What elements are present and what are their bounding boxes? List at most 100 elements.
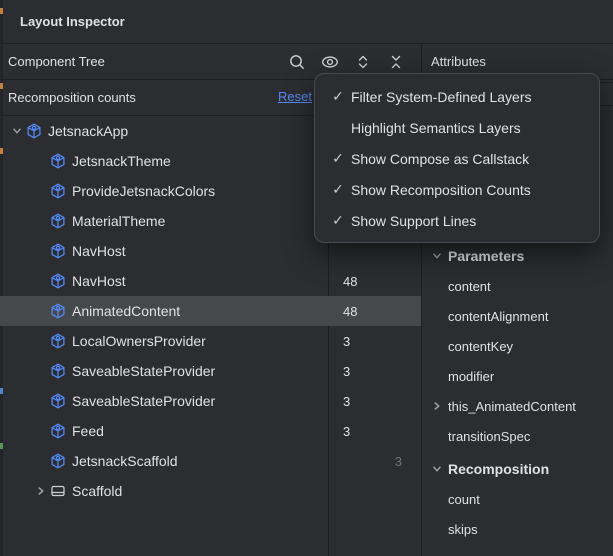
attribute-name: modifier xyxy=(448,368,495,384)
menu-item-show-compose-as-callstack[interactable]: ✓ Show Compose as Callstack xyxy=(315,143,599,174)
recomposition-count: 3 xyxy=(343,333,351,349)
attribute-row-count[interactable]: count xyxy=(422,484,613,514)
tree-node-label: Feed xyxy=(72,423,104,439)
attribute-name: contentKey xyxy=(448,338,514,354)
checkmark-icon: ✓ xyxy=(332,150,344,166)
view-options-eye-icon[interactable] xyxy=(320,52,340,72)
checkmark-icon: ✓ xyxy=(332,88,344,104)
recomposition-counts-header: Recomposition counts Reset xyxy=(0,80,421,116)
compose-component-icon xyxy=(50,153,66,169)
recomposition-count: 48 xyxy=(343,303,358,319)
chevron-right-icon[interactable] xyxy=(32,482,50,500)
tree-node-label: LocalOwnersProvider xyxy=(72,333,206,349)
search-icon[interactable] xyxy=(287,52,307,72)
chevron-spacer xyxy=(32,362,50,380)
compose-component-icon xyxy=(50,243,66,259)
menu-item-label: Highlight Semantics Layers xyxy=(351,119,521,136)
attribute-row-contentKey[interactable]: contentKey xyxy=(422,331,613,361)
tree-row-Scaffold[interactable]: Scaffold xyxy=(0,476,421,506)
menu-item-label: Show Compose as Callstack xyxy=(351,150,530,167)
attributes-section-recomposition[interactable]: Recomposition xyxy=(422,454,613,484)
compose-component-icon xyxy=(50,363,66,379)
tree-row-NavHost[interactable]: NavHost xyxy=(0,236,421,266)
attribute-name: count xyxy=(448,491,480,507)
chevron-spacer xyxy=(32,452,50,470)
chevron-spacer xyxy=(32,422,50,440)
tree-row-ProvideJetsnackColors[interactable]: ProvideJetsnackColors xyxy=(0,176,421,206)
tree-row-MaterialTheme[interactable]: MaterialTheme xyxy=(0,206,421,236)
menu-item-filter-system-defined-layers[interactable]: ✓ Filter System-Defined Layers xyxy=(315,81,599,112)
menu-item-label: Show Support Lines xyxy=(351,212,477,229)
page-title: Layout Inspector xyxy=(20,14,125,29)
gutter-mark xyxy=(0,83,3,89)
tree-row-JetsnackTheme[interactable]: JetsnackTheme xyxy=(0,146,421,176)
attributes-section-label: Recomposition xyxy=(448,461,550,477)
recomposition-count: 3 xyxy=(394,453,402,469)
menu-item-highlight-semantics-layers[interactable]: Highlight Semantics Layers xyxy=(315,112,599,143)
tree-node-label: NavHost xyxy=(72,273,126,289)
attribute-row-transitionSpec[interactable]: transitionSpec xyxy=(422,421,613,451)
component-tree-toolbar xyxy=(287,44,406,79)
chevron-spacer xyxy=(32,332,50,350)
attribute-row-contentAlignment[interactable]: contentAlignment xyxy=(422,301,613,331)
tool-window-titlebar: Layout Inspector xyxy=(0,0,613,44)
chevron-right-icon[interactable] xyxy=(428,400,446,412)
tree-row-AnimatedContent[interactable]: AnimatedContent 48 xyxy=(0,296,421,326)
tree-node-label: JetsnackApp xyxy=(48,123,129,139)
attribute-row-modifier[interactable]: modifier xyxy=(422,361,613,391)
attribute-name: this_AnimatedContent xyxy=(448,398,576,414)
chevron-spacer xyxy=(32,302,50,320)
gutter-mark xyxy=(0,388,3,394)
tree-node-label: JetsnackTheme xyxy=(72,153,171,169)
tree-row-JetsnackApp[interactable]: JetsnackApp xyxy=(0,116,421,146)
compose-component-icon xyxy=(50,213,66,229)
menu-item-show-recomposition-counts[interactable]: ✓Show Recomposition Counts xyxy=(315,174,599,205)
tree-node-label: SaveableStateProvider xyxy=(72,363,216,379)
chevron-down-icon[interactable] xyxy=(428,463,446,475)
chevron-spacer xyxy=(32,392,50,410)
tree-node-label: AnimatedContent xyxy=(72,303,181,319)
compose-component-icon xyxy=(50,453,66,469)
expand-all-icon[interactable] xyxy=(353,52,373,72)
checkmark-icon: ✓ xyxy=(332,212,344,228)
recomposition-counts-label: Recomposition counts xyxy=(8,90,136,105)
gutter-mark xyxy=(0,8,3,14)
chevron-down-icon[interactable] xyxy=(428,250,446,262)
tree-node-label: SaveableStateProvider xyxy=(72,393,216,409)
chevron-spacer xyxy=(32,272,50,290)
gutter-mark xyxy=(0,443,3,449)
compose-component-icon xyxy=(50,393,66,409)
menu-item-show-support-lines[interactable]: ✓ Show Support Lines xyxy=(315,205,599,236)
attribute-row-content[interactable]: content xyxy=(422,271,613,301)
scaffold-icon xyxy=(50,483,66,499)
reset-counts-link[interactable]: Reset xyxy=(278,89,312,104)
chevron-spacer xyxy=(32,182,50,200)
chevron-spacer xyxy=(32,152,50,170)
attribute-name: skips xyxy=(448,521,478,537)
attributes-section-parameters[interactable]: Parameters xyxy=(422,241,613,271)
menu-item-label: Show Recomposition Counts xyxy=(351,181,531,198)
compose-component-icon xyxy=(50,303,66,319)
editor-gutter-sliver xyxy=(0,0,3,556)
tree-row-LocalOwnersProvider[interactable]: LocalOwnersProvider 3 xyxy=(0,326,421,356)
compose-component-icon xyxy=(50,183,66,199)
menu-item-label: Filter System-Defined Layers xyxy=(351,88,532,105)
component-tree-title: Component Tree xyxy=(8,54,105,69)
attribute-name: transitionSpec xyxy=(448,428,531,444)
chevron-down-icon[interactable] xyxy=(8,122,26,140)
tree-node-label: ProvideJetsnackColors xyxy=(72,183,216,199)
attribute-row-this_AnimatedContent[interactable]: this_AnimatedContent xyxy=(422,391,613,421)
chevron-spacer xyxy=(32,242,50,260)
tree-node-label: MaterialTheme xyxy=(72,213,166,229)
attribute-row-skips[interactable]: skips xyxy=(422,514,613,544)
collapse-all-icon[interactable] xyxy=(386,52,406,72)
